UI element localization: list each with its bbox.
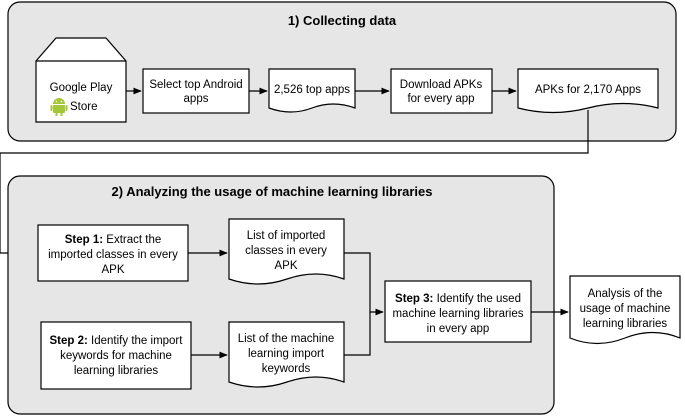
analysis-result-document: Analysis of the usage of machine learnin… — [569, 275, 681, 345]
step2-line1: Step 2: Identify the import — [50, 335, 184, 347]
step3-line1: Step 3: Identify the used — [395, 293, 521, 305]
step1-line1: Step 1: Extract the — [65, 234, 162, 246]
step2-text1: Identify the import — [88, 335, 183, 347]
step2-node: Step 2: Identify the import keywords for… — [40, 321, 192, 390]
step3-bold: Step 3: — [395, 293, 433, 305]
step3-line2: machine learning libraries — [392, 308, 523, 320]
step1-node: Step 1: Extract the imported classes in … — [37, 224, 189, 282]
classes-list-line3: APK — [274, 260, 297, 272]
top-apps-label: 2,526 top apps — [274, 84, 350, 96]
result-line2: usage of machine — [580, 303, 671, 315]
select-top-apps-node: Select top Android apps — [142, 68, 250, 114]
result-line3: learning libraries — [583, 318, 668, 330]
download-apks-node: Download APKs for every app — [390, 68, 493, 114]
arrow-keywords-to-step3 — [344, 312, 371, 356]
step2-bold: Step 2: — [50, 335, 88, 347]
classes-list-document: List of imported classes in every APK — [228, 218, 345, 285]
download-label-line1: Download APKs — [400, 79, 483, 91]
step3-line3: in every app — [427, 323, 490, 335]
step1-line3: APK — [101, 264, 124, 276]
classes-list-line2: classes in every — [245, 245, 327, 257]
result-line1: Analysis of the — [588, 288, 663, 300]
panel-analyzing: 2) Analyzing the usage of machine learni… — [7, 175, 555, 415]
select-label-line2: apps — [184, 93, 209, 105]
step2-line2: keywords for machine — [60, 350, 172, 362]
step3-node: Step 3: Identify the used machine learni… — [384, 280, 532, 343]
keywords-list-line1: List of the machine — [238, 333, 335, 345]
keywords-list-line2: learning import — [248, 348, 325, 360]
google-play-store-node: Google Play Store — [35, 37, 127, 123]
step1-line2: imported classes in every — [48, 249, 178, 261]
android-icon — [50, 98, 68, 116]
step1-text1: Extract the — [103, 234, 161, 246]
top-apps-document: 2,526 top apps — [268, 68, 356, 113]
panel-analyzing-title: 2) Analyzing the usage of machine learni… — [112, 184, 433, 199]
classes-list-line1: List of imported — [247, 230, 326, 242]
apks-document: APKs for 2,170 Apps — [517, 68, 659, 114]
apks-label: APKs for 2,170 Apps — [535, 84, 641, 96]
step3-text1: Identify the used — [433, 293, 521, 305]
step2-line3: learning libraries — [74, 365, 159, 377]
panel-collecting-data: 1) Collecting data Google Play Store Sel… — [7, 1, 677, 142]
panel-collecting-title: 1) Collecting data — [288, 13, 397, 28]
step1-bold: Step 1: — [65, 234, 103, 246]
select-label-line1: Select top Android — [149, 79, 242, 91]
download-label-line2: for every app — [407, 93, 474, 105]
store-label-line2: Store — [70, 101, 98, 113]
arrow-classes-to-step3 — [344, 252, 384, 316]
store-label-line1: Google Play — [50, 82, 113, 94]
keywords-list-line3: keywords — [262, 363, 311, 375]
keywords-list-document: List of the machine learning import keyw… — [228, 321, 345, 388]
